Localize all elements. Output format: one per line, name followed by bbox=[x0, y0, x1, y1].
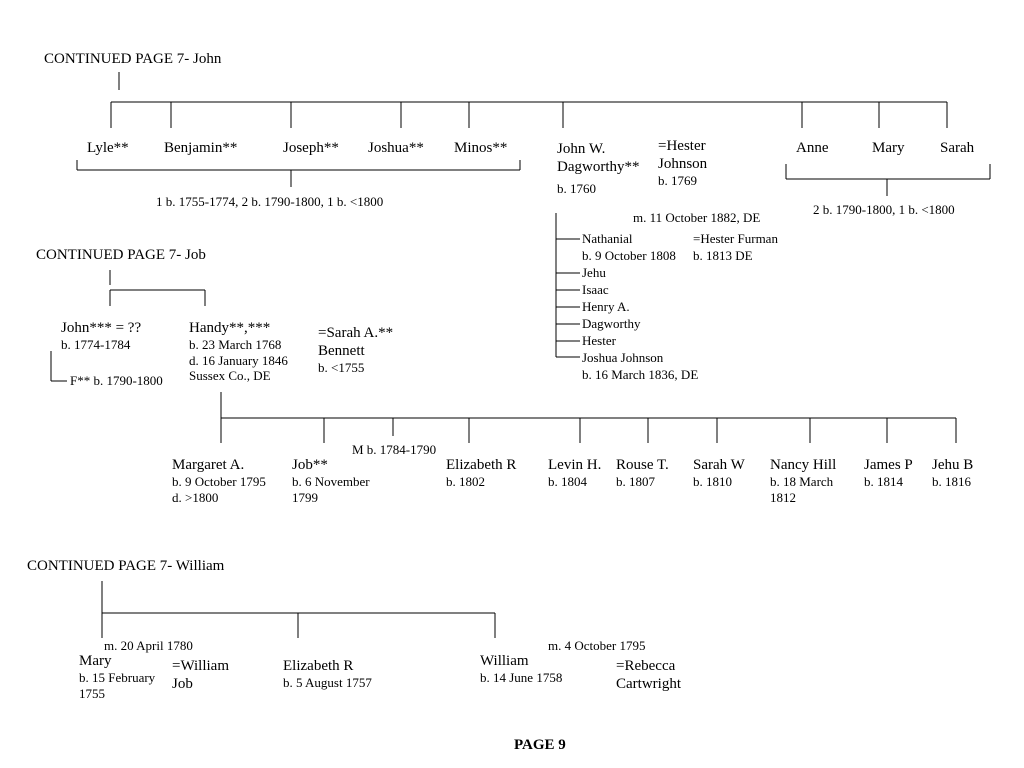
rebecca-block: =Rebecca Cartwright bbox=[616, 657, 681, 693]
child-jehu-b: Jehu B b. 1816 bbox=[932, 456, 973, 490]
william-block: William b. 14 June 1758 bbox=[480, 652, 562, 686]
sisters-note: 2 b. 1790-1800, 1 b. <1800 bbox=[813, 202, 955, 217]
john-job-child: F** b. 1790-1800 bbox=[70, 373, 163, 388]
sarah-bennett-name-2: Bennett bbox=[318, 343, 365, 359]
rouse-name: Rouse T. bbox=[616, 457, 669, 473]
child-joseph: Joseph** bbox=[283, 140, 339, 156]
james-line1: b. 1814 bbox=[864, 474, 903, 489]
child-levin: Levin H. b. 1804 bbox=[548, 456, 601, 490]
jehu-b-line1: b. 1816 bbox=[932, 474, 971, 489]
handy-death: d. 16 January 1846 bbox=[189, 352, 288, 368]
margaret-line2: d. >1800 bbox=[172, 489, 219, 505]
handy-place: Sussex Co., DE bbox=[189, 368, 271, 384]
william-job-name-2: Job bbox=[172, 676, 193, 692]
john-w-name-1: John W. bbox=[557, 141, 606, 157]
sarah-w-name: Sarah W bbox=[693, 457, 745, 473]
jw-child-dagworthy: Dagworthy bbox=[582, 316, 641, 331]
sarah-w-line1: b. 1810 bbox=[693, 474, 732, 489]
margaret-name: Margaret A. bbox=[172, 457, 245, 473]
handy-birth: b. 23 March 1768 bbox=[189, 337, 282, 352]
handy-block: Handy**,*** b. 23 March 1768 d. 16 Janua… bbox=[189, 319, 288, 384]
mary-birth-1: b. 15 February bbox=[79, 670, 156, 685]
hester-furman-birth: b. 1813 DE bbox=[693, 248, 753, 263]
hester-johnson-block: =Hester Johnson b. 1769 bbox=[658, 137, 707, 189]
mary-name: Mary bbox=[79, 653, 112, 669]
john-job-block: John*** = ?? b. 1774-1784 bbox=[61, 319, 141, 353]
jw-child-nathanial: Nathanial bbox=[582, 231, 633, 246]
william-birth: b. 14 June 1758 bbox=[480, 670, 563, 685]
job-line1: b. 6 November bbox=[292, 474, 370, 489]
child-sarah-w: Sarah W b. 1810 bbox=[693, 456, 745, 490]
sarah-bennett-block: =Sarah A.** Bennett b. <1755 bbox=[318, 324, 393, 376]
nancy-name: Nancy Hill bbox=[770, 457, 837, 473]
john-w-birth: b. 1760 bbox=[557, 181, 596, 196]
hester-furman-name: =Hester Furman bbox=[693, 231, 778, 246]
william-marriage: m. 4 October 1795 bbox=[548, 638, 646, 653]
child-elizabeth: Elizabeth R b. 1802 bbox=[446, 456, 516, 490]
job-name: Job** bbox=[292, 457, 328, 473]
jw-child-joshua-johnson: Joshua Johnson bbox=[582, 350, 664, 365]
jehu-b-name: Jehu B bbox=[932, 457, 974, 473]
job-line2: 1799 bbox=[292, 489, 318, 505]
john-section-heading: CONTINUED PAGE 7- John bbox=[44, 51, 222, 67]
hester-birth: b. 1769 bbox=[658, 173, 697, 188]
rouse-line1: b. 1807 bbox=[616, 474, 655, 489]
john-job-birth: b. 1774-1784 bbox=[61, 337, 131, 352]
child-job: Job** b. 6 November 1799 bbox=[292, 456, 370, 505]
jw-child-henry: Henry A. bbox=[582, 299, 630, 314]
m-note: M b. 1784-1790 bbox=[352, 442, 437, 457]
sister-mary: Mary bbox=[872, 140, 905, 156]
child-nancy: Nancy Hill b. 18 March 1812 bbox=[770, 456, 836, 505]
sister-sarah: Sarah bbox=[940, 140, 975, 156]
brothers-note: 1 b. 1755-1774, 2 b. 1790-1800, 1 b. <18… bbox=[156, 194, 384, 209]
child-benjamin: Benjamin** bbox=[164, 140, 238, 156]
william-job-block: =William Job bbox=[172, 657, 229, 693]
margaret-line1: b. 9 October 1795 bbox=[172, 474, 266, 489]
child-rouse: Rouse T. b. 1807 bbox=[616, 456, 669, 490]
nancy-line2: 1812 bbox=[770, 489, 796, 505]
mary-block: Mary b. 15 February 1755 bbox=[79, 652, 155, 701]
sister-anne: Anne bbox=[796, 140, 829, 156]
sarah-bennett-name-1: =Sarah A.** bbox=[318, 325, 394, 341]
job-section-heading: CONTINUED PAGE 7- Job bbox=[36, 247, 206, 263]
child-margaret: Margaret A. b. 9 October 1795 d. >1800 bbox=[172, 456, 266, 505]
child-joshua: Joshua** bbox=[368, 140, 424, 156]
jw-child-isaac: Isaac bbox=[582, 282, 609, 297]
jw-child-nathanial-birth: b. 9 October 1808 bbox=[582, 248, 676, 263]
child-james: James P b. 1814 bbox=[864, 456, 913, 490]
child-lyle: Lyle** bbox=[87, 140, 129, 156]
william-section-heading: CONTINUED PAGE 7- William bbox=[27, 558, 225, 574]
elizabeth-r-name: Elizabeth R bbox=[283, 658, 354, 674]
hester-name-1: =Hester bbox=[658, 138, 706, 154]
jw-child-joshua-birth: b. 16 March 1836, DE bbox=[582, 367, 699, 382]
mary-birth-2: 1755 bbox=[79, 685, 105, 701]
levin-name: Levin H. bbox=[548, 457, 602, 473]
levin-line1: b. 1804 bbox=[548, 474, 587, 489]
rebecca-name-1: =Rebecca bbox=[616, 658, 676, 674]
mary-marriage: m. 20 April 1780 bbox=[104, 638, 193, 653]
elizabeth-r-birth: b. 5 August 1757 bbox=[283, 675, 372, 690]
nancy-line1: b. 18 March bbox=[770, 474, 834, 489]
elizabeth-line1: b. 1802 bbox=[446, 474, 485, 489]
john-w-name-2: Dagworthy** bbox=[557, 159, 640, 175]
sarah-bennett-birth: b. <1755 bbox=[318, 360, 365, 375]
jw-child-hester: Hester bbox=[582, 333, 616, 348]
child-minos: Minos** bbox=[454, 140, 508, 156]
hester-name-2: Johnson bbox=[658, 156, 708, 172]
jw-child-jehu: Jehu bbox=[582, 265, 606, 280]
page-label: PAGE 9 bbox=[514, 737, 566, 753]
elizabeth-r-block: Elizabeth R b. 5 August 1757 bbox=[283, 657, 372, 691]
james-name: James P bbox=[864, 457, 913, 473]
william-job-name-1: =William bbox=[172, 658, 230, 674]
john-w-marriage: m. 11 October 1882, DE bbox=[633, 210, 761, 225]
william-name: William bbox=[480, 653, 529, 669]
elizabeth-name: Elizabeth R bbox=[446, 457, 517, 473]
handy-name: Handy**,*** bbox=[189, 320, 271, 336]
john-job-name: John*** = ?? bbox=[61, 320, 142, 336]
john-w-block: John W. Dagworthy** b. 1760 bbox=[557, 140, 640, 197]
rebecca-name-2: Cartwright bbox=[616, 676, 681, 692]
